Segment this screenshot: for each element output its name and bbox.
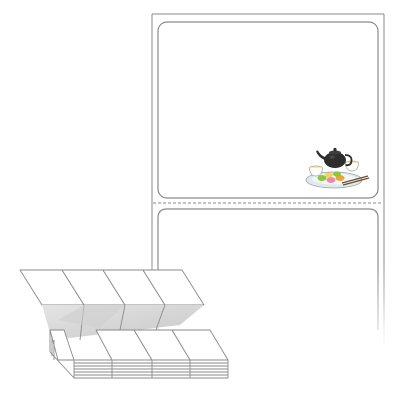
fanfold-stack-top [49,329,229,361]
fanfold-stack-edges [49,330,229,379]
label-top [157,21,379,199]
fanfold-top-strip [19,269,205,306]
teapot-sample-image [305,147,370,189]
fanfold-label-stack [19,269,229,379]
